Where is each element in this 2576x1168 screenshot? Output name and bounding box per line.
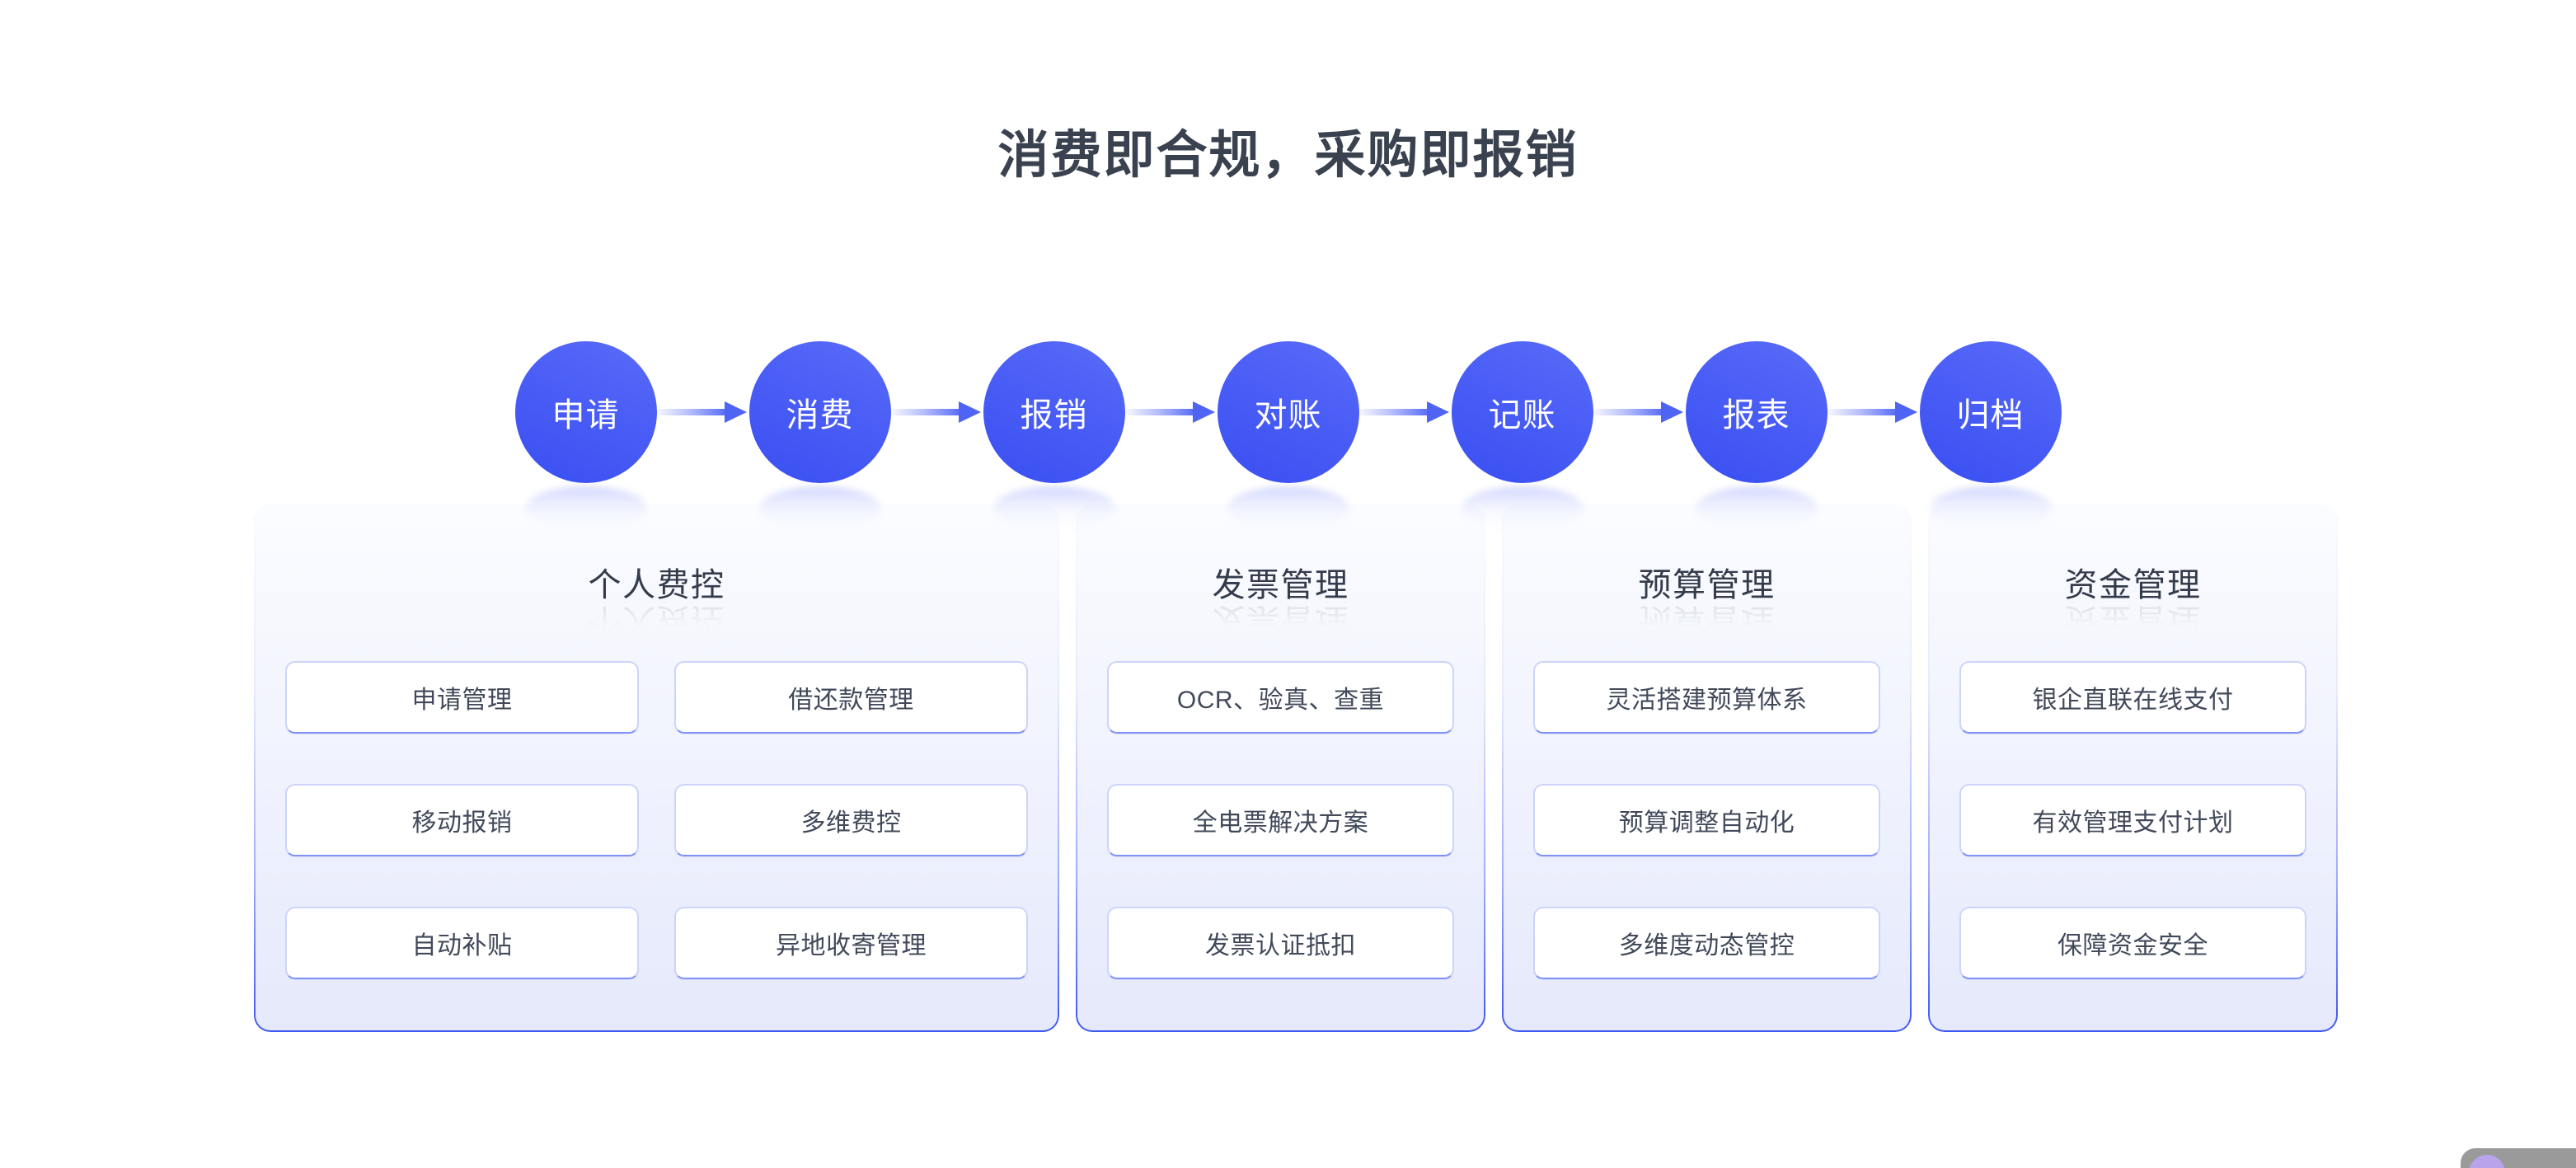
flow-step-label: 归档 — [1956, 397, 2025, 434]
panel-items-grid: OCR、验真、查重全电票解决方案发票认证抵扣 — [1107, 661, 1454, 979]
flow-step-circle[interactable]: 报表 — [1685, 341, 1828, 483]
panel-title: 资金管理 — [2064, 567, 2202, 603]
arrow-shaft — [656, 409, 730, 415]
arrow-head-icon — [1426, 401, 1449, 423]
panel-items-grid: 灵活搭建预算体系预算调整自动化多维度动态管控 — [1533, 661, 1880, 979]
flow-arrow-2 — [890, 401, 983, 423]
feature-item[interactable]: 多维度动态管控 — [1533, 907, 1880, 979]
panel-items-grid: 申请管理借还款管理移动报销多维费控自动补贴异地收寄管理 — [285, 661, 1028, 979]
arrow-head-icon — [1894, 401, 1917, 423]
flow-step-label: 记账 — [1488, 397, 1556, 434]
feature-panels: 个人费控个人费控申请管理借还款管理移动报销多维费控自动补贴异地收寄管理发票管理发… — [254, 504, 2338, 1032]
process-flow: 申请 消费 报销 对账 记账 报表 归档 — [0, 330, 2576, 529]
panel-title-wrap: 预算管理预算管理 — [1533, 567, 1880, 638]
flow-step-reflection — [1929, 486, 2052, 529]
feature-item[interactable]: 申请管理 — [285, 661, 639, 734]
arrow-head-icon — [724, 401, 747, 423]
page-title: 消费即合规，采购即报销 — [997, 127, 1579, 184]
flow-arrow-6 — [1827, 401, 1920, 423]
panel-title: 发票管理 — [1212, 567, 1349, 603]
flow-step-circle[interactable]: 报销 — [983, 341, 1125, 483]
flow-step[interactable]: 报销 — [983, 341, 1125, 529]
feature-item[interactable]: 异地收寄管理 — [674, 907, 1028, 979]
flow-step-circle[interactable]: 对账 — [1217, 341, 1359, 483]
arrow-shaft — [1827, 409, 1900, 415]
flow-step-label: 报表 — [1722, 397, 1790, 434]
panel-title: 个人费控 — [588, 567, 725, 603]
arrow-shaft — [1358, 409, 1432, 415]
flow-arrow-1 — [656, 401, 749, 423]
flow-step-reflection — [1227, 486, 1349, 529]
feature-item[interactable]: 灵活搭建预算体系 — [1533, 661, 1880, 734]
feature-item[interactable]: 多维费控 — [674, 784, 1028, 856]
watermark-pill: … — [2461, 1148, 2576, 1168]
feature-item[interactable]: OCR、验真、查重 — [1107, 661, 1454, 734]
flow-step-circle[interactable]: 申请 — [514, 341, 657, 483]
panel-title-wrap: 发票管理发票管理 — [1107, 567, 1454, 638]
arrow-shaft — [1124, 409, 1198, 415]
flow-step[interactable]: 申请 — [514, 341, 657, 529]
arrow-head-icon — [958, 401, 981, 423]
flow-step[interactable]: 报表 — [1685, 341, 1828, 529]
arrow-shaft — [890, 409, 964, 415]
flow-step-reflection — [1461, 486, 1584, 529]
flow-step-reflection — [758, 486, 881, 529]
flow-step-reflection — [524, 486, 647, 529]
flow-step-circle[interactable]: 消费 — [748, 341, 891, 483]
flow-step-label: 对账 — [1254, 397, 1322, 434]
panel-title-wrap: 资金管理资金管理 — [1959, 567, 2306, 638]
watermark-logo-icon — [2469, 1155, 2505, 1168]
panel-title: 预算管理 — [1638, 567, 1776, 603]
feature-panel: 发票管理发票管理 OCR、验真、查重全电票解决方案发票认证抵扣 — [1076, 504, 1485, 1032]
flow-arrow-4 — [1358, 401, 1452, 423]
flow-arrow-3 — [1124, 401, 1218, 423]
feature-item[interactable]: 保障资金安全 — [1959, 907, 2306, 979]
flow-step-circle[interactable]: 归档 — [1919, 341, 2062, 483]
feature-panel: 预算管理预算管理灵活搭建预算体系预算调整自动化多维度动态管控 — [1502, 504, 1912, 1032]
flow-step-reflection — [1695, 486, 1818, 529]
feature-item[interactable]: 借还款管理 — [674, 661, 1028, 734]
flow-step[interactable]: 归档 — [1919, 341, 2062, 529]
flow-step-label: 申请 — [551, 397, 620, 434]
flow-step-label: 消费 — [786, 397, 854, 434]
arrow-head-icon — [1660, 401, 1683, 423]
feature-item[interactable]: 全电票解决方案 — [1107, 784, 1454, 856]
feature-item[interactable]: 银企直联在线支付 — [1959, 661, 2306, 734]
flow-step[interactable]: 对账 — [1217, 341, 1359, 529]
arrow-head-icon — [1192, 401, 1215, 423]
watermark-badge: … — [2439, 1125, 2576, 1168]
feature-item[interactable]: 移动报销 — [285, 784, 639, 856]
flow-step[interactable]: 消费 — [748, 341, 891, 529]
flow-step-label: 报销 — [1020, 397, 1088, 434]
feature-item[interactable]: 预算调整自动化 — [1533, 784, 1880, 856]
flow-step-reflection — [992, 486, 1115, 529]
panel-title-wrap: 个人费控个人费控 — [285, 567, 1028, 638]
feature-item[interactable]: 有效管理支付计划 — [1959, 784, 2306, 856]
flow-arrow-5 — [1593, 401, 1686, 423]
feature-item[interactable]: 发票认证抵扣 — [1107, 907, 1454, 979]
feature-item[interactable]: 自动补贴 — [285, 907, 639, 979]
feature-panel: 个人费控个人费控申请管理借还款管理移动报销多维费控自动补贴异地收寄管理 — [254, 504, 1059, 1032]
watermark-label: … — [2512, 1161, 2531, 1168]
feature-panel: 资金管理资金管理银企直联在线支付有效管理支付计划保障资金安全 — [1928, 504, 2338, 1032]
flow-step[interactable]: 记账 — [1451, 341, 1593, 529]
panel-items-grid: 银企直联在线支付有效管理支付计划保障资金安全 — [1959, 661, 2306, 979]
arrow-shaft — [1593, 409, 1666, 415]
flow-step-circle[interactable]: 记账 — [1451, 341, 1593, 483]
